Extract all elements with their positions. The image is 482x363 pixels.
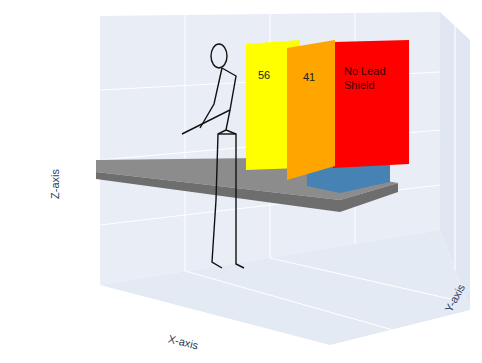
panel-label: No Lead Shield [344,64,398,92]
x-axis-title: X-axis [167,332,200,351]
panel-label: 41 [303,70,331,84]
panel-fill [287,40,335,180]
panel-shape [333,40,411,168]
blue-box [307,150,390,193]
floor [100,230,470,345]
stick-figure [182,44,244,268]
shield-panel: 41 [287,40,337,180]
z-axis-title: Z-axis [49,169,61,199]
panel-label: 56 [258,68,288,82]
panel-shape [287,40,337,180]
panel-fill [333,40,409,168]
no-shield-panel: No Lead Shield [333,40,411,168]
